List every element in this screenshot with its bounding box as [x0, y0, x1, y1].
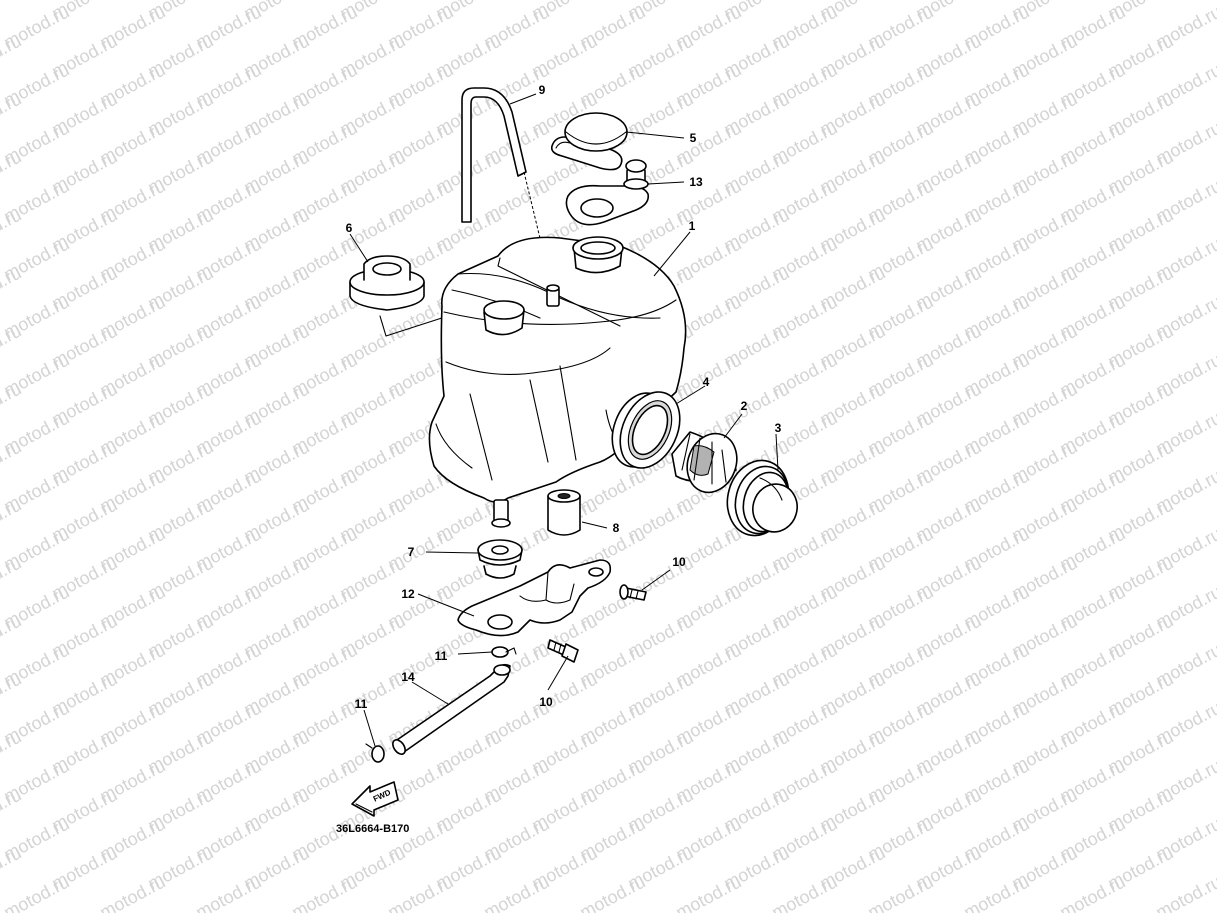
callout-c11b: 11 [355, 697, 368, 711]
watermark-text: motod.ru [960, 872, 1032, 913]
watermark-text: motod.ru [768, 872, 840, 913]
bolt-upper-part [619, 584, 647, 601]
bottom-grommet-part [477, 539, 523, 579]
callout-c13: 13 [689, 175, 703, 189]
callout-c9: 9 [539, 83, 546, 97]
callout-labels: 9 5 13 1 6 4 2 3 8 7 10 12 11 10 14 11 [346, 83, 782, 711]
callout-c1: 1 [689, 219, 696, 233]
forward-arrow: FWD [351, 781, 399, 817]
watermark-text: motod.ru [672, 872, 744, 913]
callout-c5: 5 [690, 131, 697, 145]
callout-c11a: 11 [435, 649, 448, 663]
watermark-text: motod.ru [1056, 872, 1128, 913]
cap-retainer-part [565, 159, 650, 226]
bracket-part [457, 559, 612, 637]
delivery-hose-part [392, 663, 511, 755]
callout-c3: 3 [775, 421, 782, 435]
leader-lines [349, 93, 779, 747]
callout-c14: 14 [401, 670, 415, 684]
callout-c10a: 10 [672, 555, 686, 569]
drain-plug-part [726, 459, 798, 537]
strainer-part [671, 431, 738, 494]
watermark-text: motod.ru [288, 872, 360, 913]
collar-part [547, 489, 581, 536]
watermark-text: motod.ru [384, 872, 456, 913]
callout-c12: 12 [401, 587, 415, 601]
callout-c7: 7 [408, 545, 415, 559]
callout-c4: 4 [703, 375, 710, 389]
hose-clamp-lower-part [365, 743, 385, 763]
grommet-part [349, 255, 449, 337]
callout-c10b: 10 [539, 695, 553, 709]
watermark-text: motod.ru [480, 872, 552, 913]
callout-c8: 8 [613, 521, 620, 535]
bolt-lower-part [547, 639, 579, 663]
gasket-part [619, 391, 681, 469]
watermark-text: motod.ru [0, 0, 25, 24]
watermark-text: motod.ru [0, 872, 72, 913]
watermark-text: motod.ru [864, 872, 936, 913]
watermark-text: motod.ru [192, 872, 264, 913]
watermark-text: motod.ru [1152, 872, 1217, 913]
callout-c6: 6 [346, 221, 353, 235]
diagram-code: 36L6664-B170 [336, 823, 409, 835]
callout-c2: 2 [741, 399, 748, 413]
watermark-text: motod.ru [96, 872, 168, 913]
watermark-text: motod.ru [576, 872, 648, 913]
